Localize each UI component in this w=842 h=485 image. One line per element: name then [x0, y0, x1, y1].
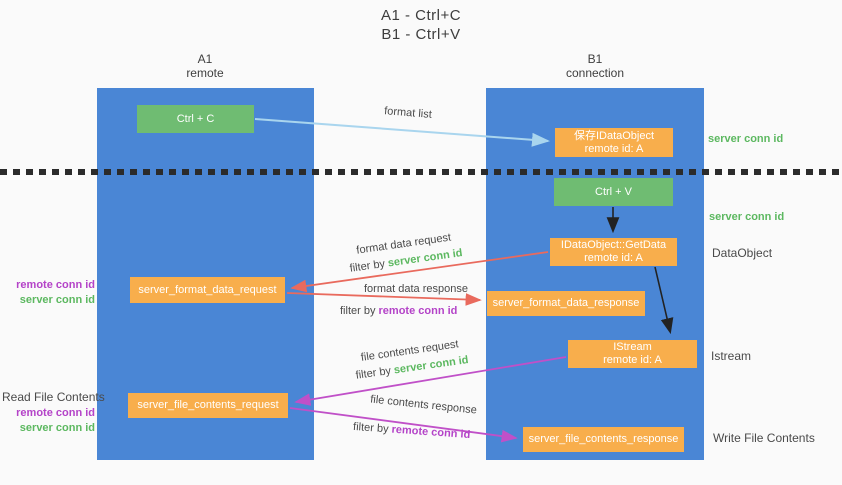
node-ctrl-c: Ctrl + C: [137, 105, 254, 133]
lane-a1-name: A1: [197, 52, 213, 66]
lane-header-b1: B1 connection: [535, 52, 655, 80]
annotation-server-conn-id-top-left: server conn id: [19, 294, 95, 306]
lane-header-a1: A1 remote: [145, 52, 265, 80]
node-ctrl-c-label: Ctrl + C: [176, 112, 215, 125]
session-divider-dotted-line: [0, 169, 842, 175]
node-save-idataobject: 保存IDataObject remote id: A: [555, 128, 673, 157]
node-server-format-data-response: server_format_data_response: [487, 291, 645, 316]
node-idataobject-getdata: IDataObject::GetData remote id: A: [550, 238, 677, 266]
node-server-file-contents-response: server_file_contents_response: [523, 427, 684, 452]
diagram-title: A1 - Ctrl+C B1 - Ctrl+V: [0, 6, 842, 44]
label-format-list: format list: [383, 105, 433, 121]
annotation-remote-conn-id-bottom: remote conn id: [16, 407, 95, 419]
lane-a1-subtitle: remote: [186, 66, 224, 80]
annotation-dataobject: DataObject: [712, 246, 773, 260]
lane-b1-name: B1: [587, 52, 603, 66]
label-remote-conn-id: remote conn id: [391, 423, 471, 442]
node-server-file-contents-response-label: server_file_contents_response: [528, 433, 679, 445]
title-line-2: B1 - Ctrl+V: [381, 26, 461, 43]
title-line-1: A1 - Ctrl+C: [380, 7, 462, 24]
node-server-file-contents-request-label: server_file_contents_request: [137, 399, 279, 411]
lane-b1-subtitle: connection: [565, 66, 625, 80]
annotation-istream: Istream: [711, 349, 752, 363]
node-ctrl-v-label: Ctrl + V: [595, 185, 632, 198]
node-save-idataobject-line2: remote id: A: [584, 142, 644, 155]
node-idataobject-getdata-line2: remote id: A: [584, 252, 643, 264]
node-server-file-contents-request: server_file_contents_request: [128, 393, 288, 418]
node-server-format-data-request-label: server_format_data_request: [138, 283, 277, 296]
label-format-data-request: format data request filter by server con…: [328, 226, 481, 281]
label-format-data-response: format data response: [364, 283, 468, 295]
label-remote-conn-id: remote conn id: [378, 305, 458, 317]
annotation-server-conn-id-bottom: server conn id: [19, 422, 95, 434]
annotation-conn-ids-top: remote conn id server conn id: [7, 278, 95, 308]
node-istream-line2: remote id: A: [603, 354, 662, 366]
annotation-server-conn-id-mid: server conn id: [709, 211, 785, 223]
node-server-format-data-request: server_format_data_request: [130, 277, 285, 303]
annotation-conn-ids-bottom: remote conn id server conn id: [7, 406, 95, 436]
node-server-format-data-response-label: server_format_data_response: [492, 297, 640, 309]
label-format-data-response-filter: filter by remote conn id: [340, 305, 458, 317]
annotation-server-conn-id-top: server conn id: [708, 133, 784, 145]
node-ctrl-v: Ctrl + V: [554, 178, 673, 206]
node-save-idataobject-line1: 保存IDataObject: [573, 129, 655, 142]
label-file-contents-response-filter: filter by remote conn id: [352, 420, 471, 442]
annotation-read-file-contents: Read File Contents: [2, 390, 105, 404]
annotation-write-file-contents: Write File Contents: [713, 431, 815, 445]
node-istream: IStream remote id: A: [568, 340, 697, 368]
node-idataobject-getdata-line1: IDataObject::GetData: [560, 239, 667, 251]
annotation-remote-conn-id-top: remote conn id: [16, 279, 95, 291]
label-file-contents-request: file contents request filter by server c…: [334, 333, 487, 388]
node-istream-line1: IStream: [613, 341, 652, 353]
label-file-contents-response: file contents response: [369, 393, 478, 417]
